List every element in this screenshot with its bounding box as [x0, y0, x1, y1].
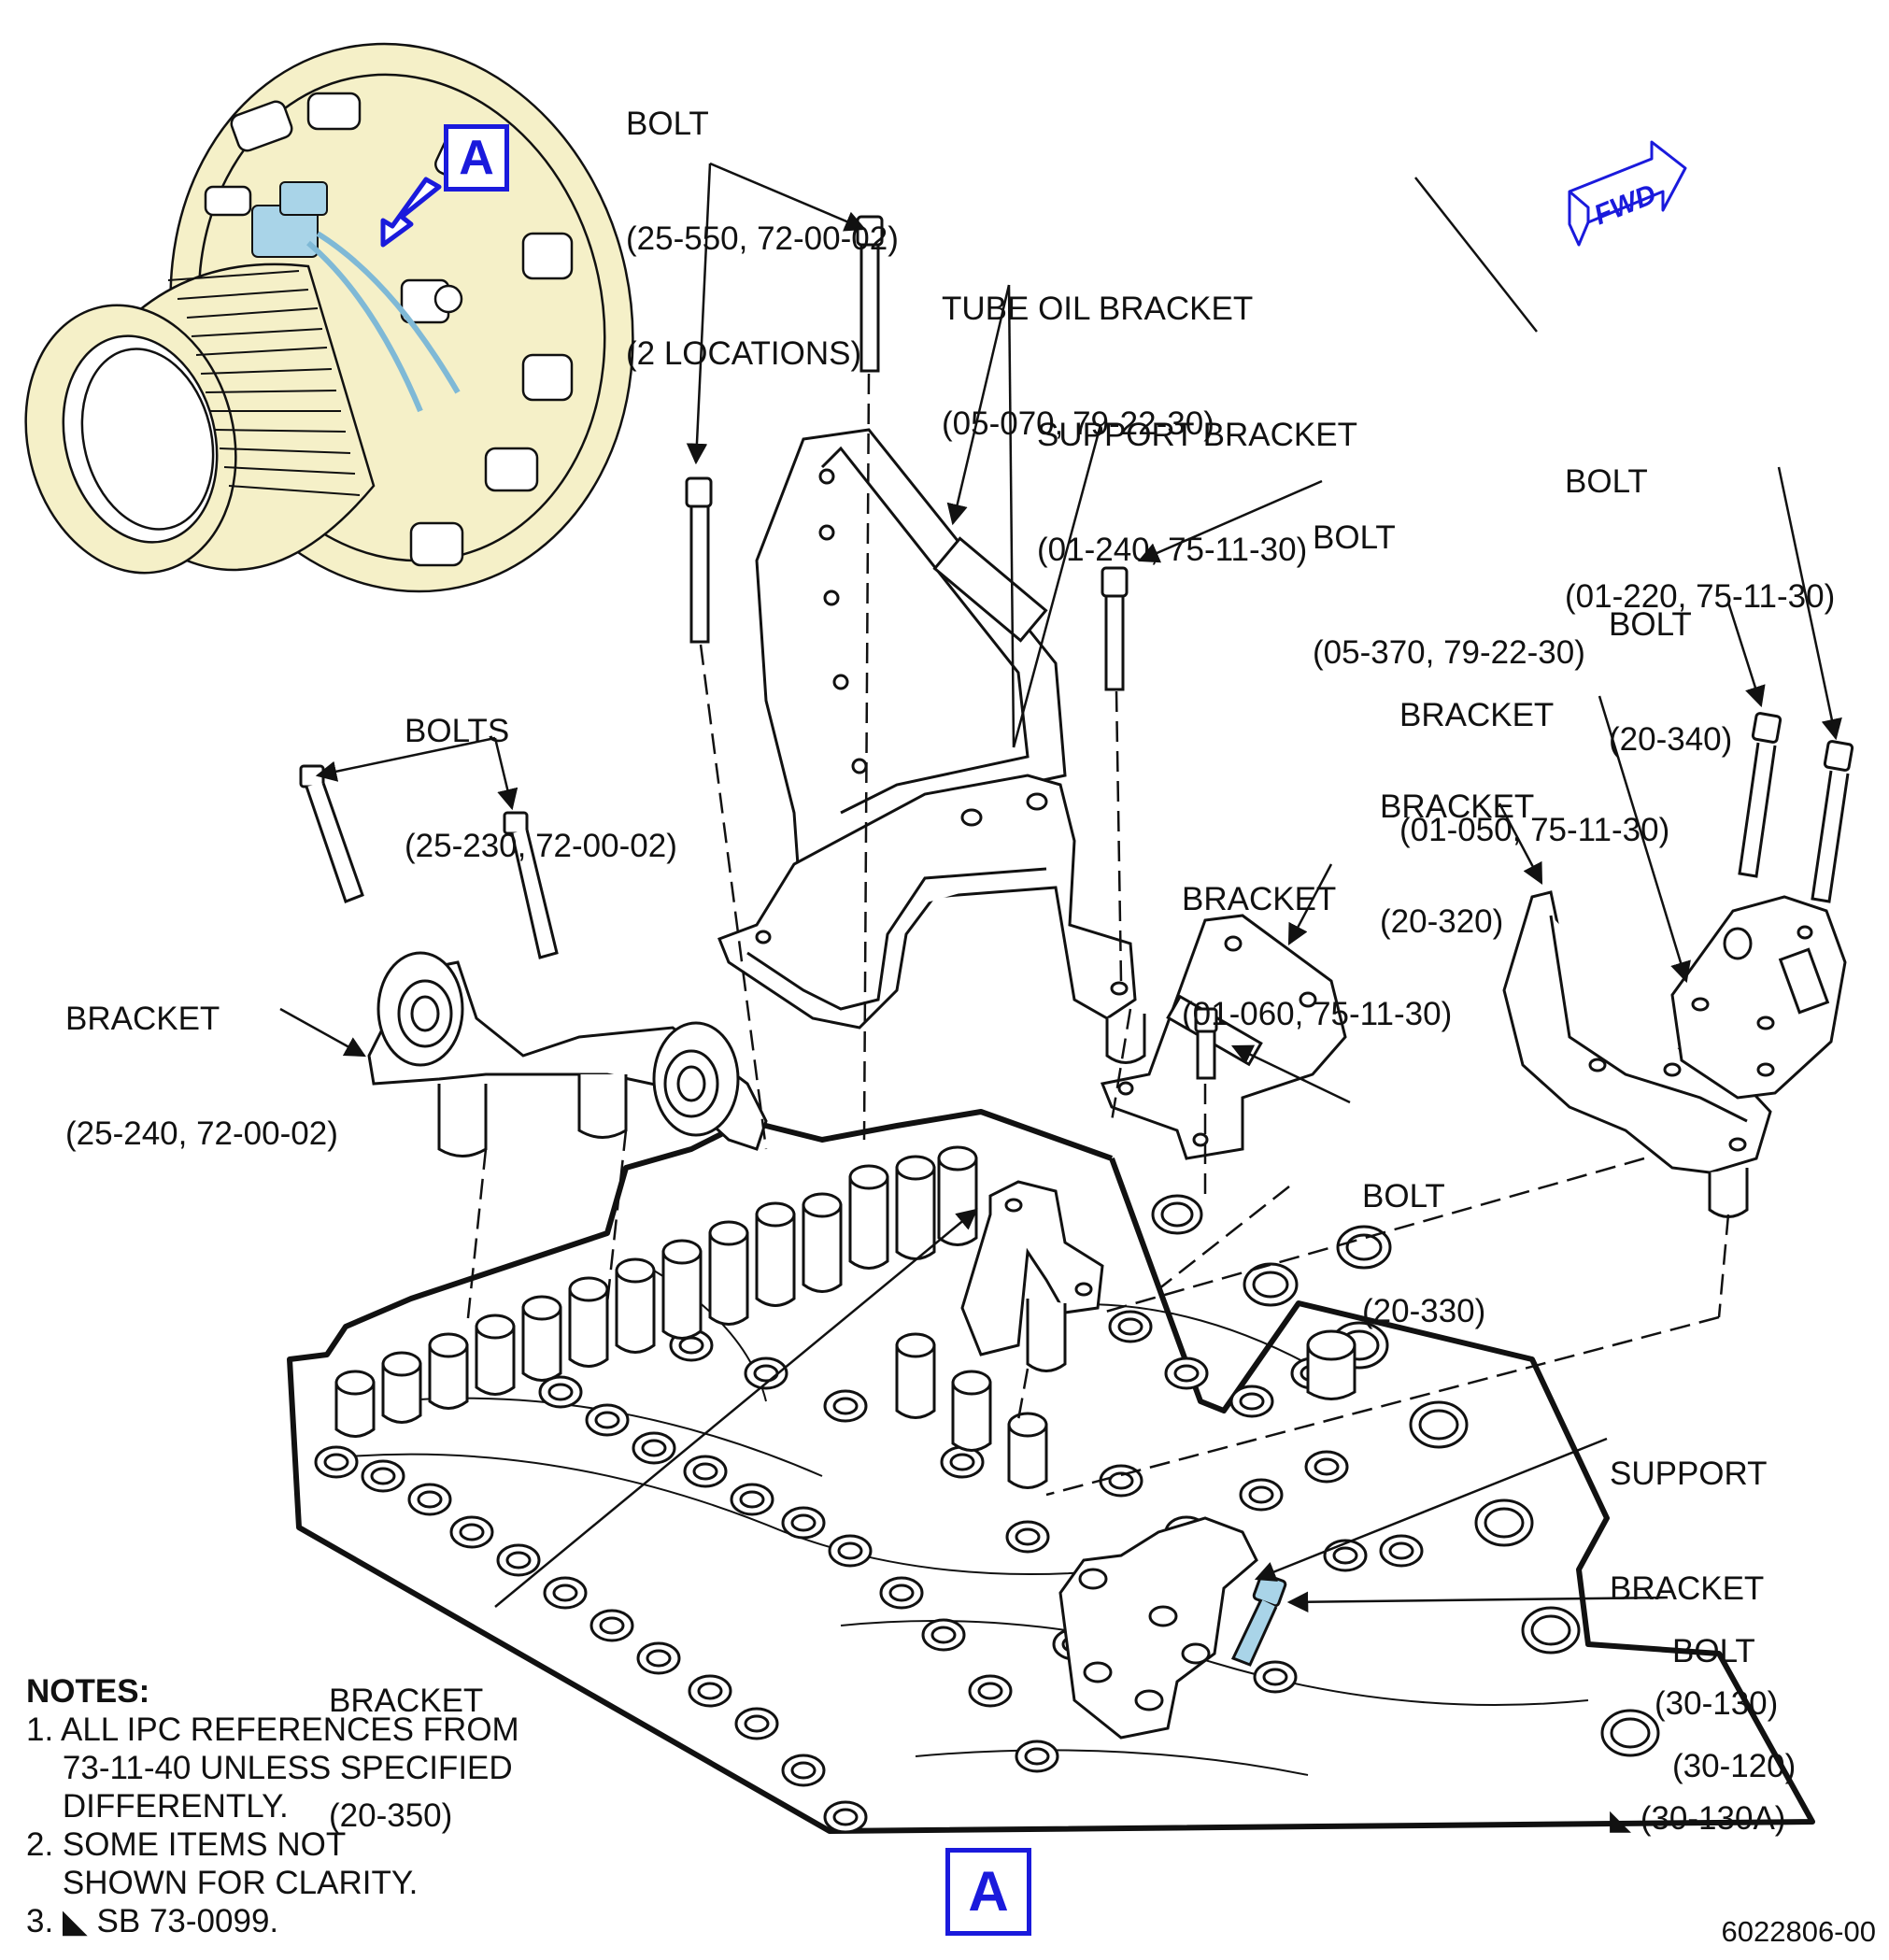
label-line: TUBE OIL BRACKET [942, 291, 1254, 327]
label-line: BRACKET [1380, 788, 1535, 825]
label-line: (20-320) [1380, 903, 1504, 940]
label-line: BOLT [1362, 1178, 1445, 1214]
label-bolt-01-220: BOLT (01-220, 75-11-30) [1565, 386, 1835, 654]
notes-title: NOTES: [26, 1673, 150, 1710]
label-bracket-25-240: BRACKET (25-240, 72-00-02) [65, 923, 338, 1191]
label-line: BOLT [1672, 1633, 1755, 1669]
label-line: BRACKET [1399, 697, 1555, 733]
label-line: (01-050, 75-11-30) [1399, 812, 1670, 848]
label-line: (01-060, 75-11-30) [1182, 996, 1453, 1032]
bracket-01-050 [1670, 895, 1847, 1100]
note-line: 73-11-40 UNLESS SPECIFIED [26, 1750, 513, 1786]
bracket-25-240 [367, 951, 768, 1158]
label-line: SUPPORT [1610, 1456, 1768, 1492]
view-a-indicator-arrow [380, 177, 442, 248]
label-bracket-01-060: BRACKET (01-060, 75-11-30) [1182, 803, 1452, 1072]
label-bracket-20-320: BRACKET (20-320) [1380, 711, 1534, 979]
case-standoffs [334, 1145, 1356, 1489]
bracket-20-350 [960, 1180, 1104, 1372]
label-line: (30-120) [1672, 1748, 1797, 1784]
label-support-bracket-30-130: SUPPORT BRACKET (30-130) ◣ (30-130A) [1610, 1378, 1785, 1878]
view-a-reference-bottom: A [945, 1848, 1031, 1936]
bolts-25-550 [685, 215, 884, 644]
label-bracket-01-050: BRACKET (01-050, 75-11-30) [1399, 619, 1669, 888]
label-bolt-20-330: BOLT (20-330) [1362, 1101, 1485, 1369]
note-line: DIFFERENTLY. [26, 1788, 289, 1825]
label-line: BOLT [1565, 463, 1648, 500]
label-line: BRACKET [1610, 1570, 1765, 1607]
label-line: BOLT [1609, 606, 1692, 643]
label-bolt-05-370: BOLT (05-370, 79-22-30) [1313, 442, 1585, 710]
bolt-30-120 [1230, 1572, 1287, 1667]
label-line: (05-370, 79-22-30) [1313, 634, 1585, 671]
label-line: (05-070, 79-22-30) [942, 405, 1214, 442]
label-line: (20-350) [329, 1797, 453, 1834]
effectivity-triangle-icon: ◣ [1610, 1805, 1632, 1836]
bolt-05-370 [1101, 566, 1129, 691]
label-line: (25-550, 72-00-02) [626, 220, 899, 257]
label-line: BRACKET [329, 1683, 484, 1719]
label-line: (01-220, 75-11-30) [1565, 578, 1836, 615]
note-line: 1. ALL IPC REFERENCES FROM [26, 1711, 519, 1748]
bolt-20-330 [1194, 1007, 1218, 1080]
label-line: BRACKET [65, 1001, 220, 1037]
label-line: BOLTS [405, 713, 510, 749]
engine-locator-illustration [24, 42, 634, 593]
support-bracket-30-130 [1058, 1516, 1258, 1740]
label-line: (20-330) [1362, 1293, 1486, 1329]
label-support-bracket-01-240: SUPPORT BRACKET (01-240, 75-11-30) [1037, 339, 1357, 607]
notes-block: NOTES: 1. ALL IPC REFERENCES FROM 73-11-… [26, 1672, 519, 1940]
label-line-with-effectivity: ◣ (30-130A) [1610, 1799, 1785, 1839]
note-line: 2. SOME ITEMS NOT [26, 1826, 347, 1863]
fwd-direction-arrow: FWD [1568, 140, 1687, 247]
label-tube-oil-bracket: TUBE OIL BRACKET (05-070, 79-22-30) [942, 213, 1253, 481]
label-line: BOLT [1313, 519, 1396, 556]
bolts-20-340-01-220 [1738, 712, 1854, 903]
tube-oil-bracket-05-070 [755, 428, 1067, 946]
figure-number: 6022806-00 [1721, 1915, 1877, 1948]
label-line: (20-340) [1609, 721, 1733, 758]
label-bracket-20-350: BRACKET (20-350) [329, 1605, 483, 1873]
bolts-25-230 [299, 764, 559, 959]
label-bolts-25-230: BOLTS (25-230, 72-00-02) [405, 635, 677, 903]
label-line: (2 LOCATIONS) [626, 335, 862, 372]
label-line: (25-230, 72-00-02) [405, 828, 677, 864]
label-line: BRACKET [1182, 881, 1337, 917]
label-line: (25-240, 72-00-02) [65, 1115, 338, 1152]
note-line: 3. ◣ SB 73-0099. [26, 1903, 279, 1939]
support-bracket-01-240 [717, 774, 1146, 1064]
label-line: (01-240, 75-11-30) [1037, 532, 1308, 568]
label-line: (30-130) [1655, 1685, 1779, 1722]
assembly-lines [465, 373, 1730, 1497]
label-line: BOLT [626, 106, 709, 142]
note-line: SHOWN FOR CLARITY. [26, 1865, 419, 1901]
label-bolt-20-340: BOLT (20-340) [1609, 529, 1732, 797]
view-a-reference-top: A [444, 124, 509, 192]
label-line: (30-130A) [1640, 1800, 1786, 1837]
leader-lines [279, 162, 1842, 1612]
label-line: SUPPORT BRACKET [1037, 417, 1357, 453]
label-bolt-25-550: BOLT (25-550, 72-00-02) (2 LOCATIONS) [626, 28, 899, 411]
label-bolt-30-120: BOLT (30-120) [1672, 1555, 1796, 1824]
